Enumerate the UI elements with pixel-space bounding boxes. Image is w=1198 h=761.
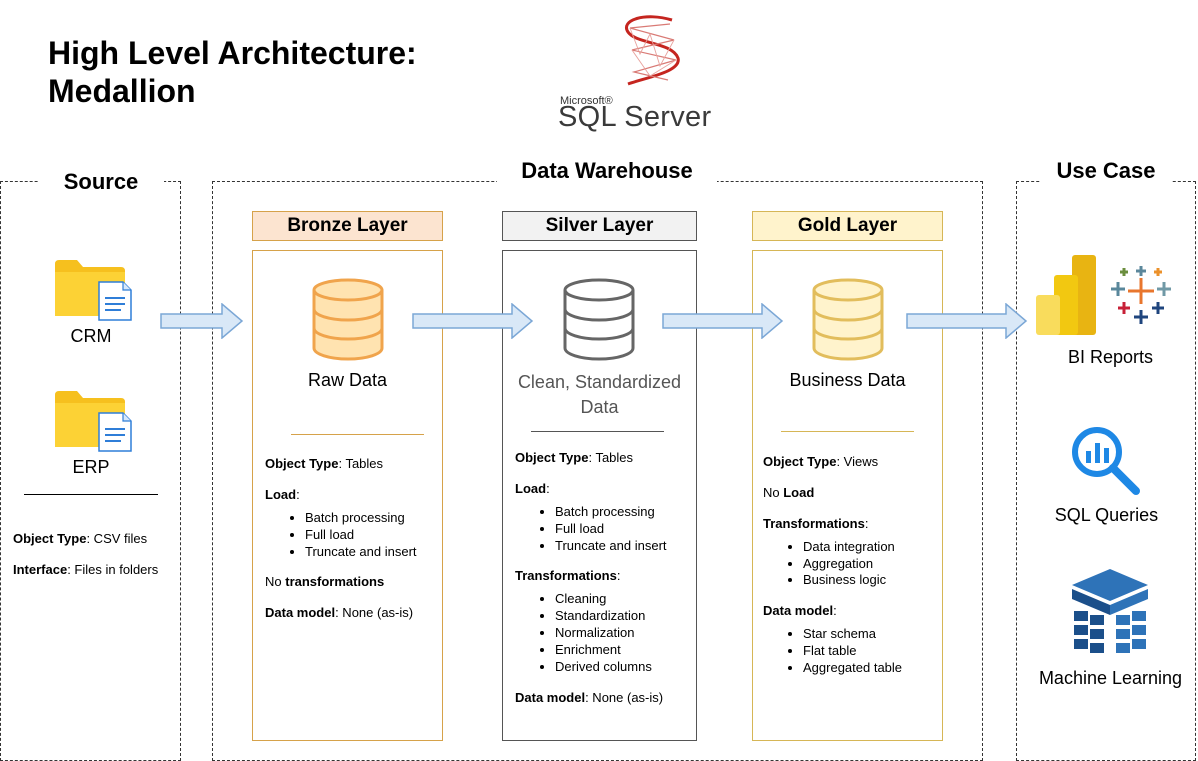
silver-transform-label: Transformations <box>515 568 617 584</box>
silver-database-icon <box>563 278 635 361</box>
bronze-subtitle: Raw Data <box>307 370 388 390</box>
list-item: Truncate and insert <box>305 544 440 561</box>
gold-transform-suffix: : <box>864 515 869 531</box>
silver-object-type-label: Object Type <box>515 450 589 465</box>
source-item-erp: ERP <box>72 457 110 477</box>
bronze-data-model-value: : None (as-is) <box>335 605 414 621</box>
bronze-transform-label: transformations <box>285 574 385 590</box>
source-interface-value: : Files in folders <box>67 561 159 577</box>
list-item: Batch processing <box>305 510 440 527</box>
list-item: Full load <box>555 521 695 538</box>
gold-object-type-label: Object Type <box>763 454 837 469</box>
gold-data-model-list: Star schema Flat table Aggregated table <box>763 626 941 677</box>
title-line-1: High Level Architecture: <box>48 35 417 71</box>
use-case-bi-reports: BI Reports <box>1067 347 1154 367</box>
silver-object-type-value: : Tables <box>588 450 634 465</box>
flow-arrow-silver-to-gold <box>662 303 784 339</box>
flow-arrow-gold-to-use-case <box>906 303 1028 339</box>
silver-load-suffix: : <box>546 480 550 496</box>
bronze-load-label: Load <box>265 486 297 502</box>
flow-arrow-bronze-to-silver <box>412 303 534 339</box>
bronze-info: Object Type: Tables Load: Batch processi… <box>265 456 440 622</box>
gold-divider <box>781 431 914 432</box>
page-title: High Level Architecture: Medallion <box>48 34 417 111</box>
bronze-data-model-label: Data model <box>265 605 336 621</box>
use-case-sql-queries: SQL Queries <box>1054 505 1159 525</box>
silver-load-list: Batch processing Full load Truncate and … <box>515 504 695 555</box>
source-divider <box>24 494 158 495</box>
source-interface-label: Interface <box>13 561 68 577</box>
power-bi-icon <box>1036 255 1096 335</box>
bronze-layer-header: Bronze Layer <box>252 211 443 241</box>
silver-subtitle: Clean, Standardized Data <box>502 370 697 420</box>
bronze-load-suffix: : <box>296 486 300 502</box>
list-item: Star schema <box>803 626 941 643</box>
data-warehouse-title: Data Warehouse <box>497 158 717 184</box>
gold-load-label: Load <box>783 484 815 500</box>
list-item: Enrichment <box>555 642 695 659</box>
silver-data-model-label: Data model <box>515 689 586 705</box>
bronze-object-type-label: Object Type <box>265 456 339 471</box>
silver-transform-list: Cleaning Standardization Normalization E… <box>515 591 695 675</box>
list-item: Derived columns <box>555 659 695 676</box>
list-item: Business logic <box>803 572 941 589</box>
bronze-load-list: Batch processing Full load Truncate and … <box>265 510 440 561</box>
list-item: Full load <box>305 527 440 544</box>
logo-brand: Microsoft® <box>560 95 613 107</box>
silver-layer-header: Silver Layer <box>502 211 697 241</box>
gold-load-prefix: No <box>763 484 784 500</box>
silver-info: Object Type: Tables Load: Batch processi… <box>515 450 695 707</box>
gold-object-type-value: : Views <box>836 454 879 469</box>
source-object-type-value: : CSV files <box>86 531 148 546</box>
list-item: Batch processing <box>555 504 695 521</box>
sql-server-logo-icon <box>625 15 680 86</box>
crm-folder-icon <box>55 260 132 321</box>
list-item: Flat table <box>803 643 941 660</box>
gold-database-icon <box>812 278 884 361</box>
gold-transform-label: Transformations <box>763 515 865 531</box>
title-line-2: Medallion <box>48 73 196 110</box>
gold-data-model-suffix: : <box>833 603 837 619</box>
list-item: Cleaning <box>555 591 695 608</box>
use-case-machine-learning: Machine Learning <box>1038 668 1183 688</box>
use-case-title: Use Case <box>1040 158 1172 184</box>
list-item: Aggregation <box>803 556 941 573</box>
logo-product: SQL Server <box>558 101 712 133</box>
machine-learning-icon <box>1072 569 1148 653</box>
list-item: Data integration <box>803 539 941 556</box>
bronze-transform-prefix: No <box>265 574 286 590</box>
list-item: Truncate and insert <box>555 538 695 555</box>
silver-data-model-value: : None (as-is) <box>585 689 664 705</box>
silver-subtitle-line-1: Clean, Standardized <box>517 372 682 392</box>
source-object-type-label: Object Type <box>13 531 87 546</box>
bronze-divider <box>291 434 424 435</box>
source-item-crm: CRM <box>70 326 112 346</box>
list-item: Aggregated table <box>803 660 941 677</box>
silver-transform-suffix: : <box>616 568 621 584</box>
list-item: Normalization <box>555 625 695 642</box>
gold-info: Object Type: Views No Load Transformatio… <box>763 454 941 677</box>
silver-divider <box>531 431 664 432</box>
tableau-icon <box>1111 266 1171 324</box>
silver-load-label: Load <box>515 480 547 496</box>
list-item: Standardization <box>555 608 695 625</box>
search-analytics-icon <box>1072 427 1140 495</box>
gold-data-model-label: Data model <box>763 603 834 619</box>
source-title: Source <box>38 169 164 195</box>
source-info: Object Type: CSV files Interface: Files … <box>13 531 178 579</box>
flow-arrow-source-to-bronze <box>160 303 244 339</box>
erp-folder-icon <box>55 391 132 452</box>
gold-layer-header: Gold Layer <box>752 211 943 241</box>
bronze-database-icon <box>312 278 384 361</box>
gold-transform-list: Data integration Aggregation Business lo… <box>763 539 941 590</box>
bronze-object-type-value: : Tables <box>338 456 384 471</box>
gold-subtitle: Business Data <box>789 370 906 390</box>
silver-subtitle-line-2: Data <box>580 397 619 417</box>
